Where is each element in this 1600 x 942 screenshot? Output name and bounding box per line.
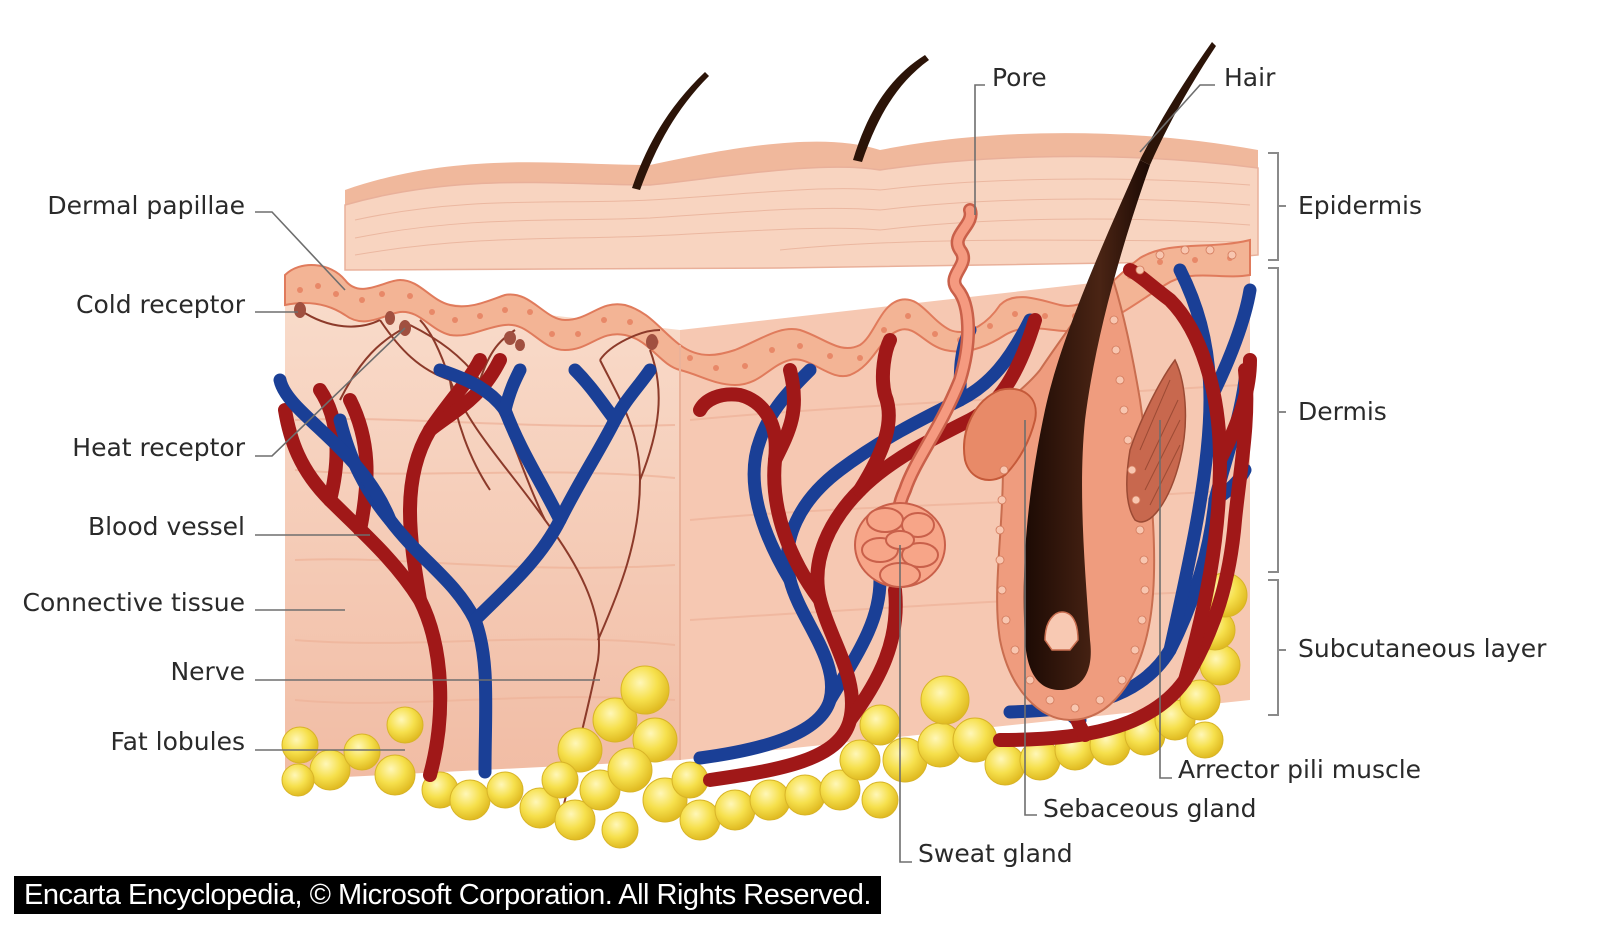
blood-vessels-left: [273, 353, 657, 782]
hair-follicle: [963, 42, 1237, 722]
label-epidermis: Epidermis: [1298, 191, 1422, 220]
leader-arrector-pili: [1159, 420, 1172, 779]
dermis-left-face: [285, 285, 680, 780]
label-arrector-pili-muscle: Arrector pili muscle: [1178, 755, 1421, 784]
leader-dermal-papillae: [255, 211, 346, 291]
sweat-gland: [854, 203, 978, 588]
leader-sweat-gland: [899, 545, 912, 863]
label-cold-receptor: Cold receptor: [76, 290, 246, 319]
label-sweat-gland: Sweat gland: [918, 839, 1073, 868]
label-pore: Pore: [992, 63, 1047, 92]
hair-strand: [632, 72, 709, 190]
bracket-subcutaneous: [1268, 579, 1286, 716]
follicle-cells: [995, 245, 1237, 713]
bracket-dermis: [1268, 267, 1286, 573]
leader-heat-receptor: [255, 327, 406, 457]
bracket-epidermis: [1268, 152, 1286, 261]
hair-bulb-papilla: [1044, 611, 1079, 651]
blood-vessels-right: [693, 263, 1257, 787]
label-dermal-papillae: Dermal papillae: [47, 191, 245, 220]
label-dermis: Dermis: [1298, 397, 1387, 426]
hair-shaft: [1140, 42, 1216, 165]
hair-root: [1023, 160, 1150, 690]
leader-pore: [974, 84, 985, 215]
sebaceous-gland: [963, 387, 1037, 481]
label-nerve: Nerve: [170, 657, 245, 686]
leader-hair: [1139, 84, 1215, 153]
label-subcutaneous-layer: Subcutaneous layer: [1298, 634, 1547, 663]
leader-sebaceous-gland: [1024, 420, 1037, 816]
copyright-credit: Encarta Encyclopedia, © Microsoft Corpor…: [14, 876, 881, 914]
fat-lobules: [281, 572, 1248, 849]
leader-lines: [255, 84, 1215, 863]
muscle-striations: [1139, 379, 1181, 506]
label-blood-vessel: Blood vessel: [88, 512, 245, 541]
layer-brackets: [1268, 152, 1286, 716]
dermal-papillae-layer: [284, 238, 1251, 387]
label-fat-lobules: Fat lobules: [111, 727, 245, 756]
label-hair: Hair: [1224, 63, 1276, 92]
arrector-pili-muscle: [1125, 358, 1187, 523]
label-connective-tissue: Connective tissue: [23, 588, 245, 617]
vein-left: [273, 363, 657, 779]
epidermis-back-wall: [344, 155, 1259, 271]
label-sebaceous-gland: Sebaceous gland: [1043, 794, 1257, 823]
diagram-labels: Dermal papillae Cold receptor Heat recep…: [23, 63, 1548, 868]
skin-top-surface: [345, 133, 1258, 210]
receptors: [294, 302, 658, 351]
hair-strand: [853, 55, 929, 162]
label-heat-receptor: Heat receptor: [72, 433, 245, 462]
cold-receptor-ending: [294, 302, 306, 318]
